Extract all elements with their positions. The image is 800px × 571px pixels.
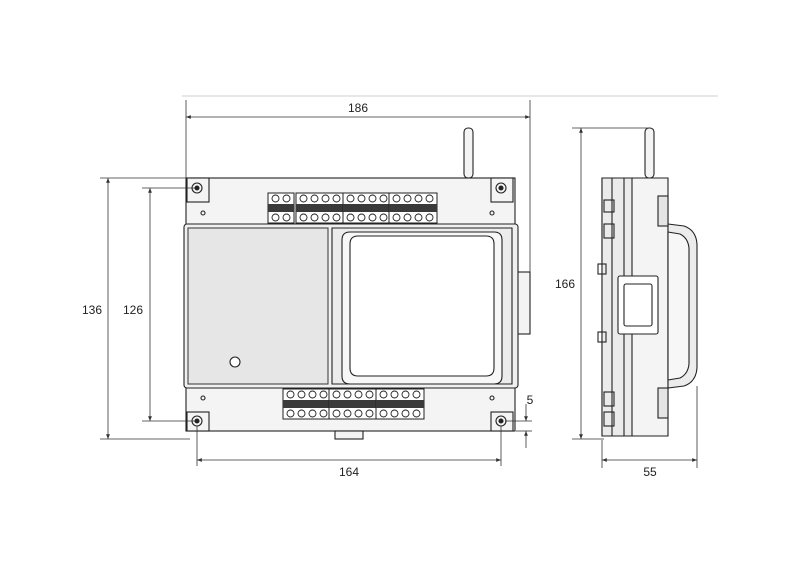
- side-clip: [603, 391, 615, 407]
- side-terminal: [657, 387, 669, 419]
- screw-hole: [200, 210, 206, 216]
- dim-label-edge-offset: 5: [527, 393, 534, 407]
- side-port-inner: [623, 283, 653, 327]
- side-terminal: [657, 195, 669, 227]
- screw-hole: [489, 210, 495, 216]
- mount-corner-br: [490, 411, 514, 432]
- screw-hole: [489, 395, 495, 401]
- side-clip: [603, 223, 615, 239]
- terminal-block: [267, 192, 295, 224]
- terminal-block: [328, 388, 378, 420]
- dimension-lines: [100, 100, 698, 468]
- side-connector-port: [617, 275, 659, 335]
- side-clip: [597, 331, 607, 343]
- dim-label-depth: 55: [643, 465, 657, 479]
- dim-label-mounting-height: 126: [123, 303, 143, 317]
- terminal-block: [388, 192, 438, 224]
- side-connector: [516, 271, 531, 335]
- terminal-block: [375, 388, 425, 420]
- dim-label-overall-height: 136: [82, 303, 102, 317]
- dim-label-side-height: 166: [555, 277, 575, 291]
- din-clip: [334, 430, 364, 440]
- screw-hole: [200, 395, 206, 401]
- side-clip: [597, 263, 607, 275]
- side-clip: [603, 199, 615, 213]
- terminal-block: [295, 192, 345, 224]
- side-clip: [603, 411, 615, 427]
- mount-corner-tl: [186, 177, 210, 203]
- terminal-block: [282, 388, 332, 420]
- antenna: [463, 127, 474, 179]
- terminal-block: [342, 192, 392, 224]
- display-screen: [349, 235, 495, 377]
- mount-corner-bl: [186, 411, 210, 432]
- mount-corner-tr: [490, 177, 514, 203]
- dim-label-overall-width: 186: [348, 101, 368, 115]
- status-led: [229, 356, 241, 368]
- side-display-face: [667, 231, 690, 381]
- dim-label-mounting-width: 164: [339, 465, 359, 479]
- side-view: [597, 127, 698, 437]
- terminal-blocks: [267, 192, 438, 420]
- side-antenna: [644, 127, 655, 179]
- left-panel: [187, 227, 329, 385]
